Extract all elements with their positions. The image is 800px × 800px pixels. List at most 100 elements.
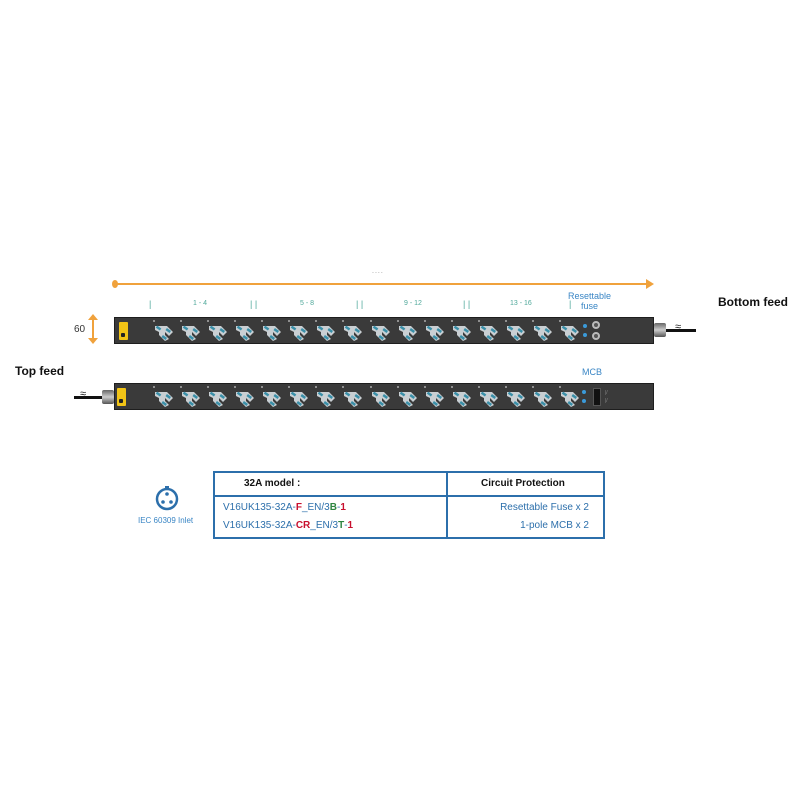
table-header-row: [215, 473, 603, 497]
status-leds: [583, 324, 591, 340]
group-separator: |: [569, 299, 572, 309]
uk-socket-outlet-icon: [340, 320, 366, 343]
outlet-group-label-4: 13 - 16: [510, 300, 532, 307]
uk-socket-outlet-icon: [286, 386, 312, 409]
uk-socket-outlet-icon: [151, 386, 177, 409]
uk-socket-outlet-icon: [449, 320, 475, 343]
outlet-marker: [315, 386, 318, 388]
model-code-part: F: [295, 502, 302, 513]
mcb-label: MCB: [582, 367, 602, 377]
outlet-marker: [531, 386, 534, 388]
outlet-marker: [504, 386, 507, 388]
table-row-protection: Resettable Fuse x 2: [500, 502, 589, 513]
model-code-part: _EN/3: [301, 502, 330, 513]
group-separator: |: [149, 299, 152, 309]
uk-socket-outlet-icon: [557, 320, 583, 343]
outlet-marker: [315, 320, 318, 322]
model-code-part: V16UK135-32A-: [223, 502, 296, 513]
uk-socket-outlet-icon: [259, 320, 285, 343]
cable-break-icon: ≈: [80, 388, 87, 400]
outlet-marker: [261, 320, 264, 322]
model-table: 32A model : Circuit Protection V16UK135-…: [213, 471, 605, 539]
outlet-row: [151, 386, 583, 409]
group-separator: | |: [463, 299, 471, 309]
top-feed-label: Top feed: [15, 364, 65, 378]
table-row-model: V16UK135-32A-F_EN/3B-1: [223, 502, 346, 513]
height-dimension-label: 60: [74, 324, 86, 335]
header-model: 32A model :: [244, 478, 301, 489]
resettable-fuse-label: Resettable fuse: [568, 291, 611, 311]
outlet-marker: [234, 386, 237, 388]
outlet-marker: [153, 320, 155, 322]
inlet-label: IEC 60309 Inlet: [138, 516, 194, 525]
model-code-part: -: [344, 520, 348, 531]
outlet-marker: [342, 320, 345, 322]
outlet-marker: [369, 386, 372, 388]
cable-gland: [102, 390, 114, 404]
uk-socket-outlet-icon: [313, 320, 339, 343]
outlet-marker: [450, 320, 453, 322]
uk-socket-outlet-icon: [557, 386, 583, 409]
resettable-fuse-label-line1: Resettable: [568, 291, 612, 301]
outlet-marker: [342, 386, 345, 388]
uk-socket-outlet-icon: [232, 386, 258, 409]
model-code-part: 1: [340, 502, 346, 513]
power-cable: [666, 329, 696, 332]
outlet-marker: [504, 320, 507, 322]
led-icon: [583, 324, 587, 328]
uk-socket-outlet-icon: [340, 386, 366, 409]
uk-socket-outlet-icon: [368, 320, 394, 343]
outlet-marker: [396, 386, 399, 388]
uk-socket-outlet-icon: [395, 320, 421, 343]
uk-socket-outlet-icon: [205, 320, 231, 343]
model-code-part: _EN/3: [310, 520, 339, 531]
uk-socket-outlet-icon: [178, 320, 204, 343]
table-row-protection: 1-pole MCB x 2: [520, 520, 589, 531]
outlet-marker: [531, 320, 534, 322]
outlet-marker: [423, 320, 426, 322]
outlet-marker: [153, 386, 155, 388]
power-cable: [74, 396, 104, 399]
uk-socket-outlet-icon: [503, 386, 529, 409]
uk-socket-outlet-icon: [476, 320, 502, 343]
status-leds: [582, 390, 590, 406]
uk-socket-outlet-icon: [422, 386, 448, 409]
outlet-marker: [558, 320, 561, 322]
mcb-switch[interactable]: [593, 388, 601, 406]
mcb-marking: |/: [605, 398, 608, 404]
outlet-marker: [450, 386, 453, 388]
uk-socket-outlet-icon: [530, 320, 556, 343]
uk-socket-outlet-icon: [395, 386, 421, 409]
outlet-marker: [369, 320, 372, 322]
outlet-group-label-2: 5 - 8: [300, 300, 315, 307]
uk-socket-outlet-icon: [449, 386, 475, 409]
resettable-fuse-button[interactable]: [592, 332, 600, 340]
uk-socket-outlet-icon: [205, 386, 231, 409]
uk-socket-outlet-icon: [476, 386, 502, 409]
warning-label-plate: [117, 388, 126, 406]
column-divider: [446, 473, 448, 537]
group-separator: | |: [356, 299, 364, 309]
outlet-marker: [477, 320, 480, 322]
outlet-marker: [234, 320, 237, 322]
resettable-fuse-label-line2: fuse: [581, 301, 599, 311]
resettable-fuse-button[interactable]: [592, 321, 600, 329]
outlet-marker: [288, 320, 291, 322]
model-code-part: V16UK135-32A-: [223, 520, 296, 531]
outlet-group-label-1: 1 - 4: [193, 300, 208, 307]
iec-60309-inlet-icon: [155, 486, 179, 511]
uk-socket-outlet-icon: [232, 320, 258, 343]
cable-break-icon: ≈: [675, 321, 682, 333]
outlet-group-label-3: 9 - 12: [404, 300, 422, 307]
length-dimension-line: [112, 280, 650, 288]
height-dimension-line: [88, 314, 98, 344]
uk-socket-outlet-icon: [503, 320, 529, 343]
model-code-part: CR: [295, 520, 311, 531]
outlet-marker: [477, 386, 480, 388]
led-icon: [583, 333, 587, 337]
outlet-marker: [396, 320, 399, 322]
uk-socket-outlet-icon: [422, 320, 448, 343]
outlet-marker: [180, 320, 183, 322]
uk-socket-outlet-icon: [286, 320, 312, 343]
outlet-marker: [180, 386, 183, 388]
